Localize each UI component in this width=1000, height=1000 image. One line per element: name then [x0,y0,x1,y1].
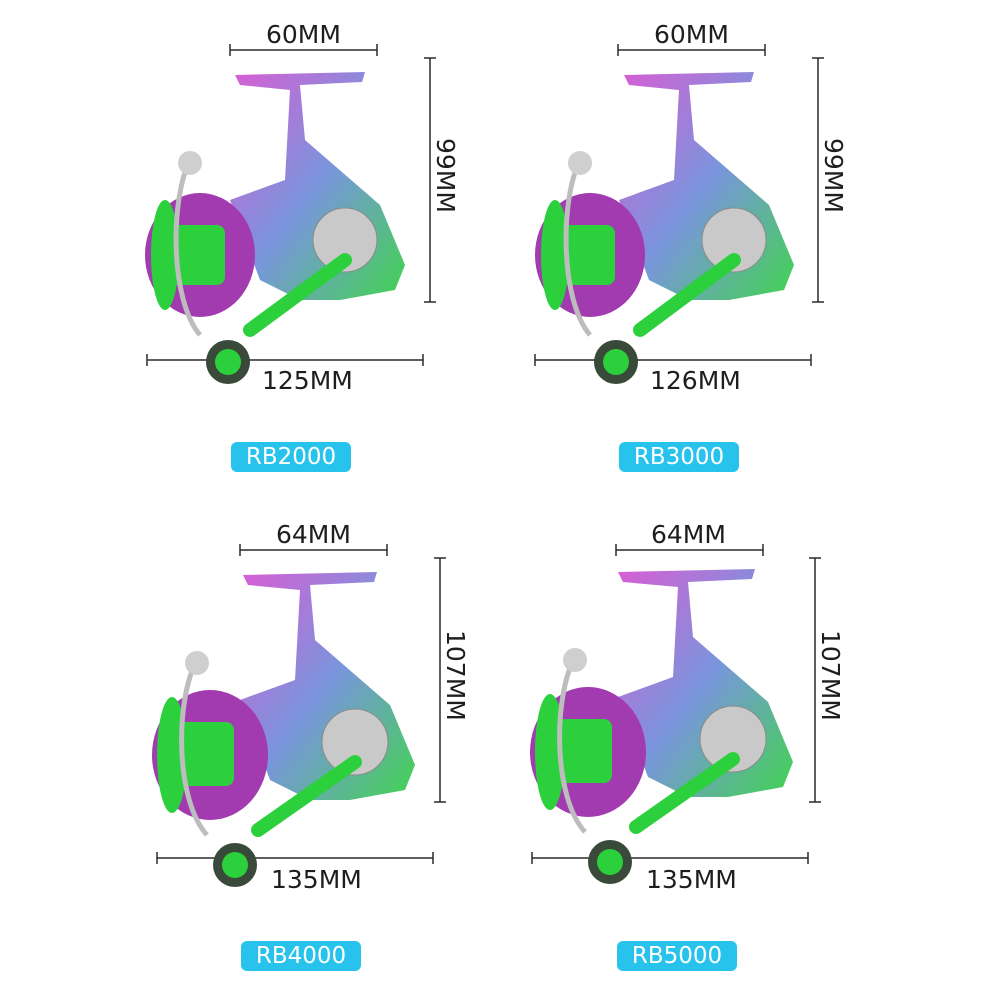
model-badge: RB3000 [619,442,739,472]
height-label: 99MM [431,138,460,213]
spinning-reel-photo [145,72,405,384]
length-label: 135MM [646,865,737,894]
product-panel-rb4000: 64MM 107MM 135MM RB4000 [0,500,500,1000]
dimension-lines [531,544,821,864]
product-panel-rb5000: 64MM 107MM 135MM RB5000 [500,500,1000,1000]
height-label: 107MM [816,630,845,721]
height-label: 107MM [441,630,470,721]
handle-width-label: 60MM [654,20,729,49]
model-badge: RB4000 [241,941,361,971]
dimension-lines [534,44,824,366]
spinning-reel-photo [535,72,794,384]
spinning-reel-photo [152,572,415,887]
product-panel-rb2000: 60MM 99MM 125MM RB2000 [0,0,500,500]
product-panel-rb3000: 60MM 99MM 126MM RB3000 [500,0,1000,500]
handle-width-label: 60MM [266,20,341,49]
length-label: 126MM [650,366,741,395]
dimension-lines [146,44,436,366]
handle-width-label: 64MM [651,520,726,549]
length-label: 135MM [271,865,362,894]
handle-width-label: 64MM [276,520,351,549]
height-label: 99MM [819,138,848,213]
length-label: 125MM [262,366,353,395]
dimension-lines [156,544,446,864]
model-badge: RB5000 [617,941,737,971]
model-badge: RB2000 [231,442,351,472]
spinning-reel-photo [530,569,793,884]
